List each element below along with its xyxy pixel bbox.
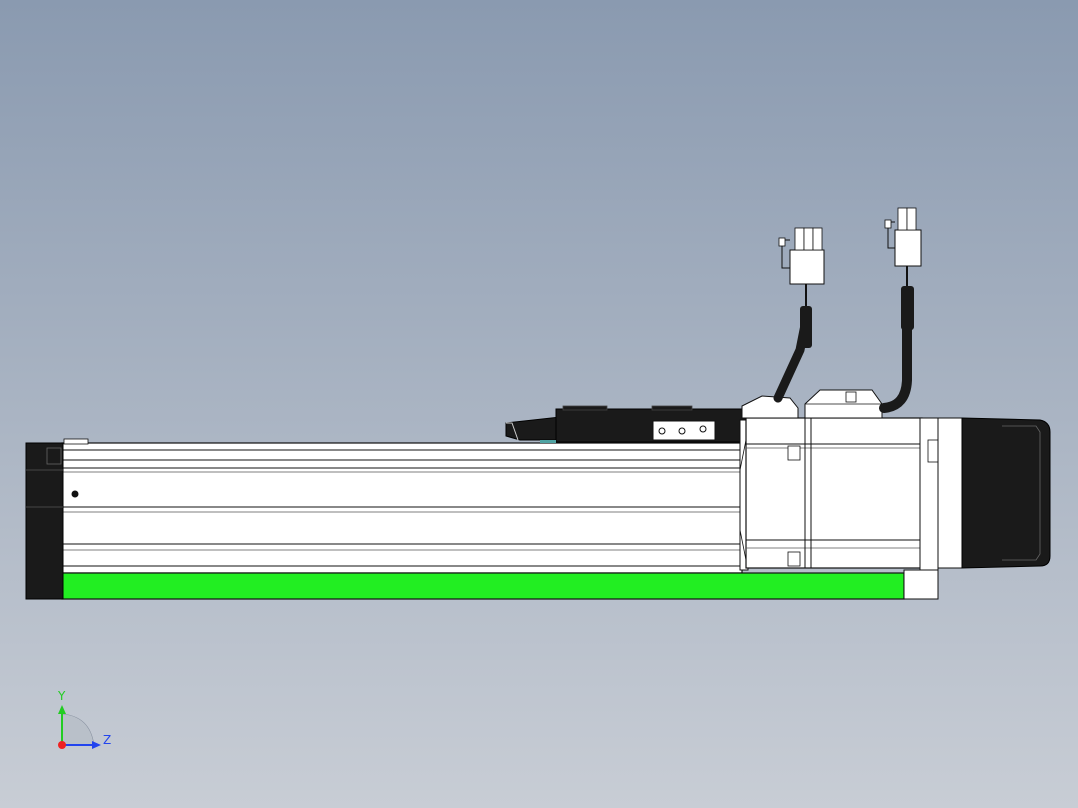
y-axis-label: Y: [57, 689, 66, 703]
cable-grommet: [901, 286, 914, 330]
housing-clip: [845, 391, 857, 403]
connector-pin: [906, 207, 917, 231]
rail-body: [61, 442, 743, 574]
motor-body: [745, 417, 923, 569]
carriage-block: [555, 408, 747, 443]
connector-pin: [812, 227, 823, 251]
coordinate-triad[interactable]: Y Z: [57, 689, 111, 749]
mount-hole: [658, 427, 666, 435]
cable-connector: [789, 249, 825, 285]
triad-shade: [61, 713, 95, 746]
end-cap-notch: [46, 447, 62, 465]
carriage[interactable]: [505, 405, 747, 443]
carriage-top-lip: [651, 405, 693, 411]
carriage-top-lip: [562, 405, 608, 411]
rail-bolt-hole: [71, 490, 79, 498]
mount-hole: [699, 425, 707, 433]
connector-pin: [897, 207, 908, 231]
carriage-wedge-edge: [506, 422, 519, 441]
connector-latch-tip: [778, 237, 786, 247]
z-axis-arrowhead: [92, 741, 101, 749]
carriage-teal-marker: [540, 440, 556, 443]
y-axis-arrowhead: [58, 705, 66, 714]
x-axis-origin-dot: [58, 741, 66, 749]
connector-pin: [803, 227, 814, 251]
end-cap-body: [25, 442, 64, 600]
encoder-cable[interactable]: [879, 207, 922, 413]
rail-top-tab: [63, 438, 89, 445]
encoder-cap: [961, 417, 1051, 569]
power-cable[interactable]: [773, 227, 825, 403]
motor-tab: [787, 445, 801, 461]
motor-rear-tab: [927, 439, 939, 463]
connector-latch: [887, 221, 895, 249]
connector-latch: [781, 239, 790, 269]
mount-hole: [678, 427, 686, 435]
left-end-cap[interactable]: [25, 442, 64, 600]
strip-end-plate: [903, 569, 939, 600]
motor-tab: [787, 551, 801, 567]
highlighted-bottom-strip[interactable]: [61, 572, 905, 600]
z-axis-label: Z: [103, 733, 111, 747]
connector-latch-tip: [884, 219, 892, 229]
adapter-wedge: [739, 439, 747, 561]
encoder-cap-highlight: [1002, 425, 1041, 561]
cable-grommet: [800, 306, 812, 348]
motor-top-housing: [741, 395, 799, 419]
linear-rail[interactable]: [61, 438, 743, 574]
motor-rear-plate: [937, 417, 963, 569]
motor-assembly[interactable]: [739, 389, 1051, 571]
cable-sheath: [879, 295, 912, 413]
connector-pin: [794, 227, 805, 251]
cable-connector: [894, 229, 922, 267]
